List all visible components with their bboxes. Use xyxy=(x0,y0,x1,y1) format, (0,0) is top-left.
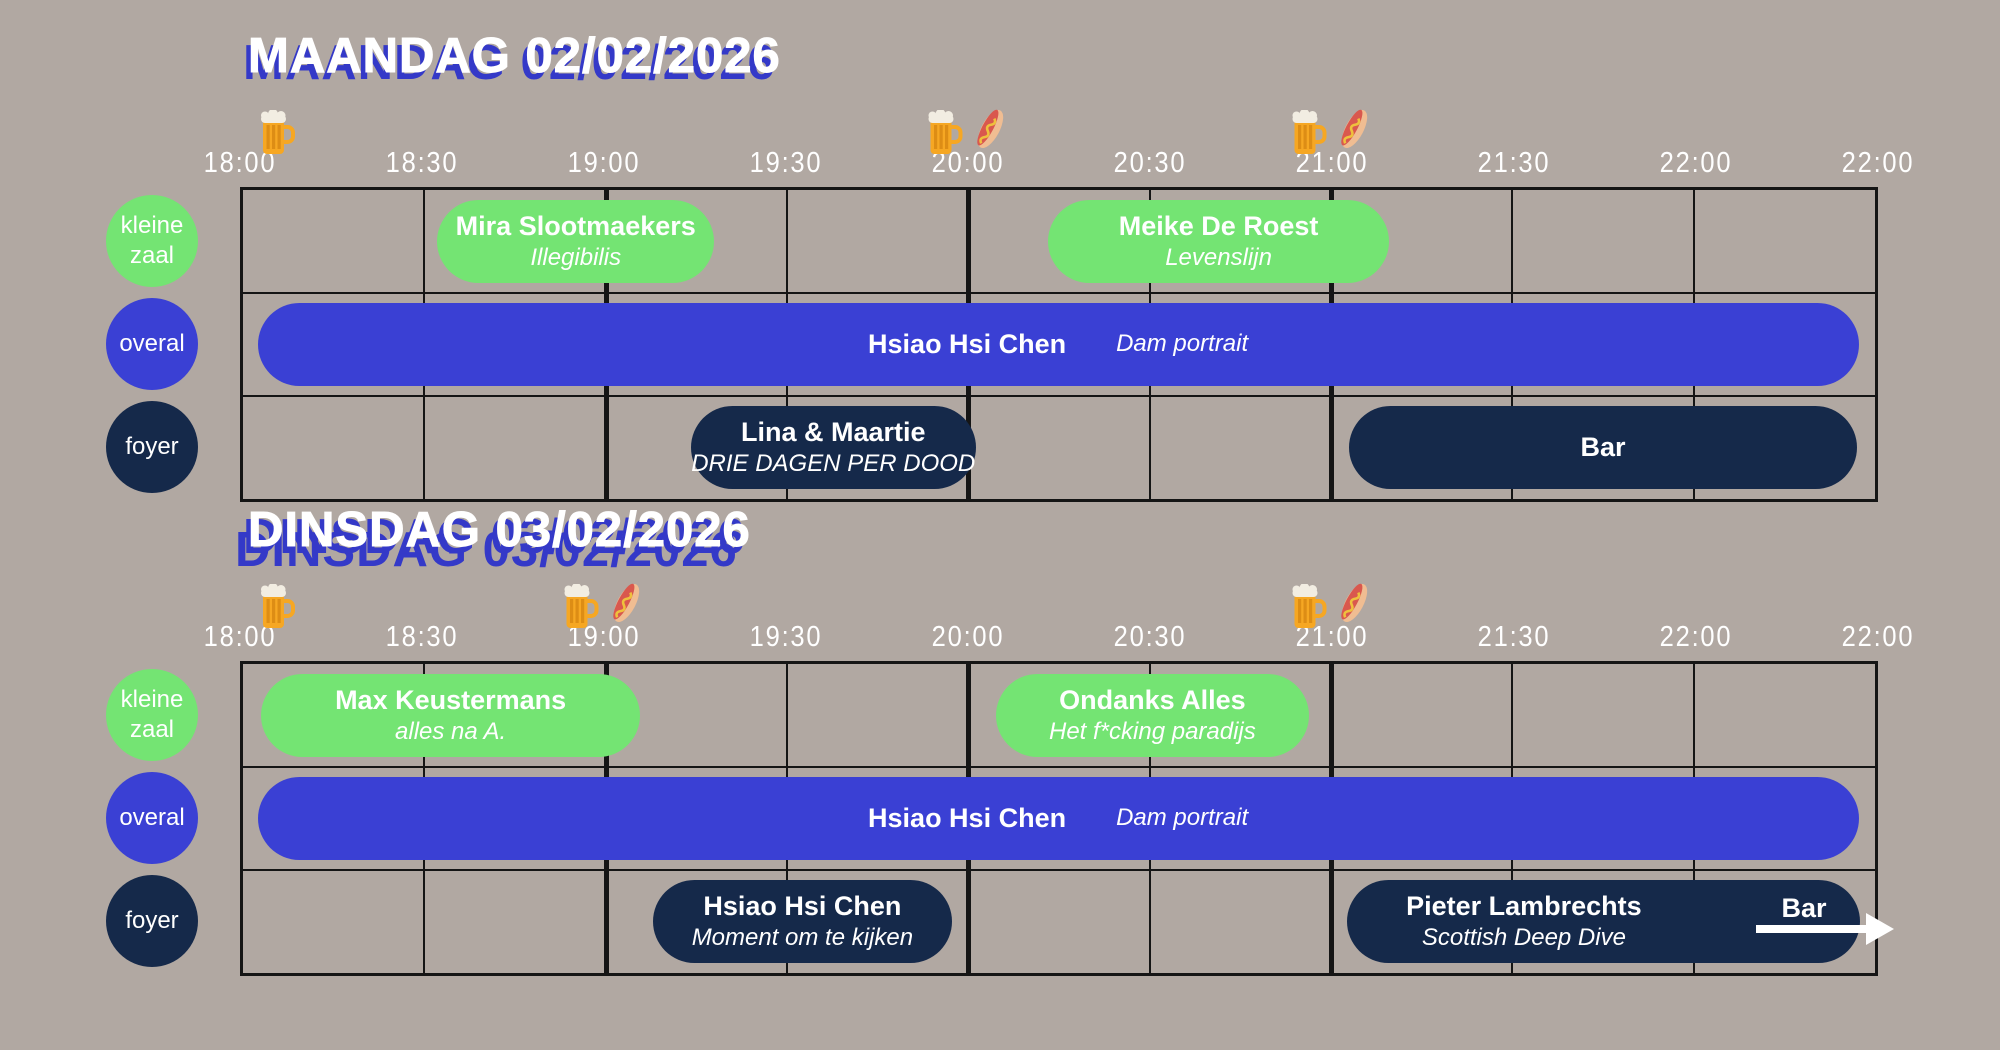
grid-row-divider xyxy=(243,291,1875,294)
beer-mug-icon xyxy=(261,584,295,628)
event-block: Bar xyxy=(1349,405,1857,489)
event-name: Hsiao Hsi Chen xyxy=(868,328,1067,359)
event-block: Hsiao Hsi Chen Dam portrait xyxy=(257,776,1859,860)
time-label: 18:30 xyxy=(385,147,459,179)
time-label: 18:00 xyxy=(203,621,277,653)
hotdog-icon xyxy=(977,109,1004,149)
time-label: 19:30 xyxy=(749,147,823,179)
room-label-overal: overal xyxy=(106,298,198,390)
room-label-foyer: foyer xyxy=(106,875,198,967)
time-label: 19:00 xyxy=(567,147,641,179)
room-label-overal: overal xyxy=(106,772,198,864)
room-label-text: overal xyxy=(119,330,185,357)
service-icons xyxy=(1289,102,1376,156)
beer-mug-icon xyxy=(564,584,599,628)
hotdog-icon xyxy=(1341,109,1368,149)
room-label-text: foyer xyxy=(125,907,179,934)
time-label: 22:00 xyxy=(1841,621,1915,653)
grid-row-divider xyxy=(243,765,1875,768)
hotdog-icon xyxy=(613,583,640,623)
time-label: 22:00 xyxy=(1659,621,1733,653)
service-icons xyxy=(257,102,295,156)
time-label: 18:30 xyxy=(385,621,459,653)
day-section-1: MAANDAG 02/02/2026 18:00 18:30 19:00 19:30 20… xyxy=(106,29,1915,502)
service-icons xyxy=(257,576,295,630)
beer-mug-icon xyxy=(928,110,963,154)
hotdog-icon xyxy=(1341,583,1368,623)
event-name: Hsiao Hsi Chen xyxy=(868,802,1067,833)
event-name: Ondanks Alles xyxy=(1059,684,1246,715)
time-label: 21:30 xyxy=(1477,147,1551,179)
service-icons xyxy=(1289,576,1376,630)
room-label-text: kleine zaal xyxy=(120,212,184,269)
event-subtitle: alles na A. xyxy=(395,718,507,746)
event-subtitle: Dam portrait xyxy=(1116,330,1249,358)
grid-row-divider xyxy=(243,394,1875,397)
time-label: 20:30 xyxy=(1113,147,1187,179)
grid-row-divider xyxy=(243,868,1875,871)
event-name: Max Keustermans xyxy=(335,684,567,715)
event-subtitle: Dam portrait xyxy=(1116,804,1249,832)
time-label: 22:00 xyxy=(1841,147,1915,179)
time-label: 19:30 xyxy=(749,621,823,653)
beer-mug-icon xyxy=(1292,584,1327,628)
event-name: Bar xyxy=(1580,431,1626,462)
event-subtitle: DRIE DAGEN PER DOOD xyxy=(691,450,976,478)
room-label-text: overal xyxy=(119,804,185,831)
event-name: Lina & Maartie xyxy=(740,416,926,447)
room-label-text: kleine zaal xyxy=(120,686,184,743)
event-name: Meike De Roest xyxy=(1118,210,1319,241)
event-subtitle: Illegibilis xyxy=(530,244,622,272)
event-subtitle: Scottish Deep Dive xyxy=(1421,924,1626,952)
event-subtitle: Het f*cking paradijs xyxy=(1049,718,1256,746)
day-title: MAANDAG 02/02/2026 xyxy=(248,29,781,84)
arrow-right-icon xyxy=(1756,912,1895,945)
room-label-text: foyer xyxy=(125,433,179,460)
event-subtitle: Moment om te kijken xyxy=(691,924,914,952)
day-title: DINSDAG 03/02/2026 xyxy=(248,503,751,558)
room-label-kleine-zaal: kleine zaal xyxy=(106,669,198,761)
time-label: 20:00 xyxy=(931,621,1005,653)
event-subtitle: Levenslijn xyxy=(1165,244,1272,272)
event-name: Hsiao Hsi Chen xyxy=(703,890,902,921)
time-label: 21:30 xyxy=(1477,621,1551,653)
room-label-kleine-zaal: kleine zaal xyxy=(106,195,198,287)
beer-mug-icon xyxy=(1292,110,1327,154)
event-block: Hsiao Hsi Chen Dam portrait xyxy=(257,302,1859,386)
beer-mug-icon xyxy=(261,110,295,154)
time-label: 22:00 xyxy=(1659,147,1733,179)
time-label: 20:30 xyxy=(1113,621,1187,653)
event-name: Pieter Lambrechts xyxy=(1406,890,1642,921)
time-label: 18:00 xyxy=(203,147,277,179)
service-icons xyxy=(925,102,1012,156)
event-block: Max Keustermans alles na A. xyxy=(261,674,641,757)
bar-label: Bar xyxy=(1781,892,1827,923)
room-label-foyer: foyer xyxy=(106,401,198,493)
service-icons xyxy=(561,576,648,630)
event-name: Mira Slootmaekers xyxy=(455,210,696,241)
